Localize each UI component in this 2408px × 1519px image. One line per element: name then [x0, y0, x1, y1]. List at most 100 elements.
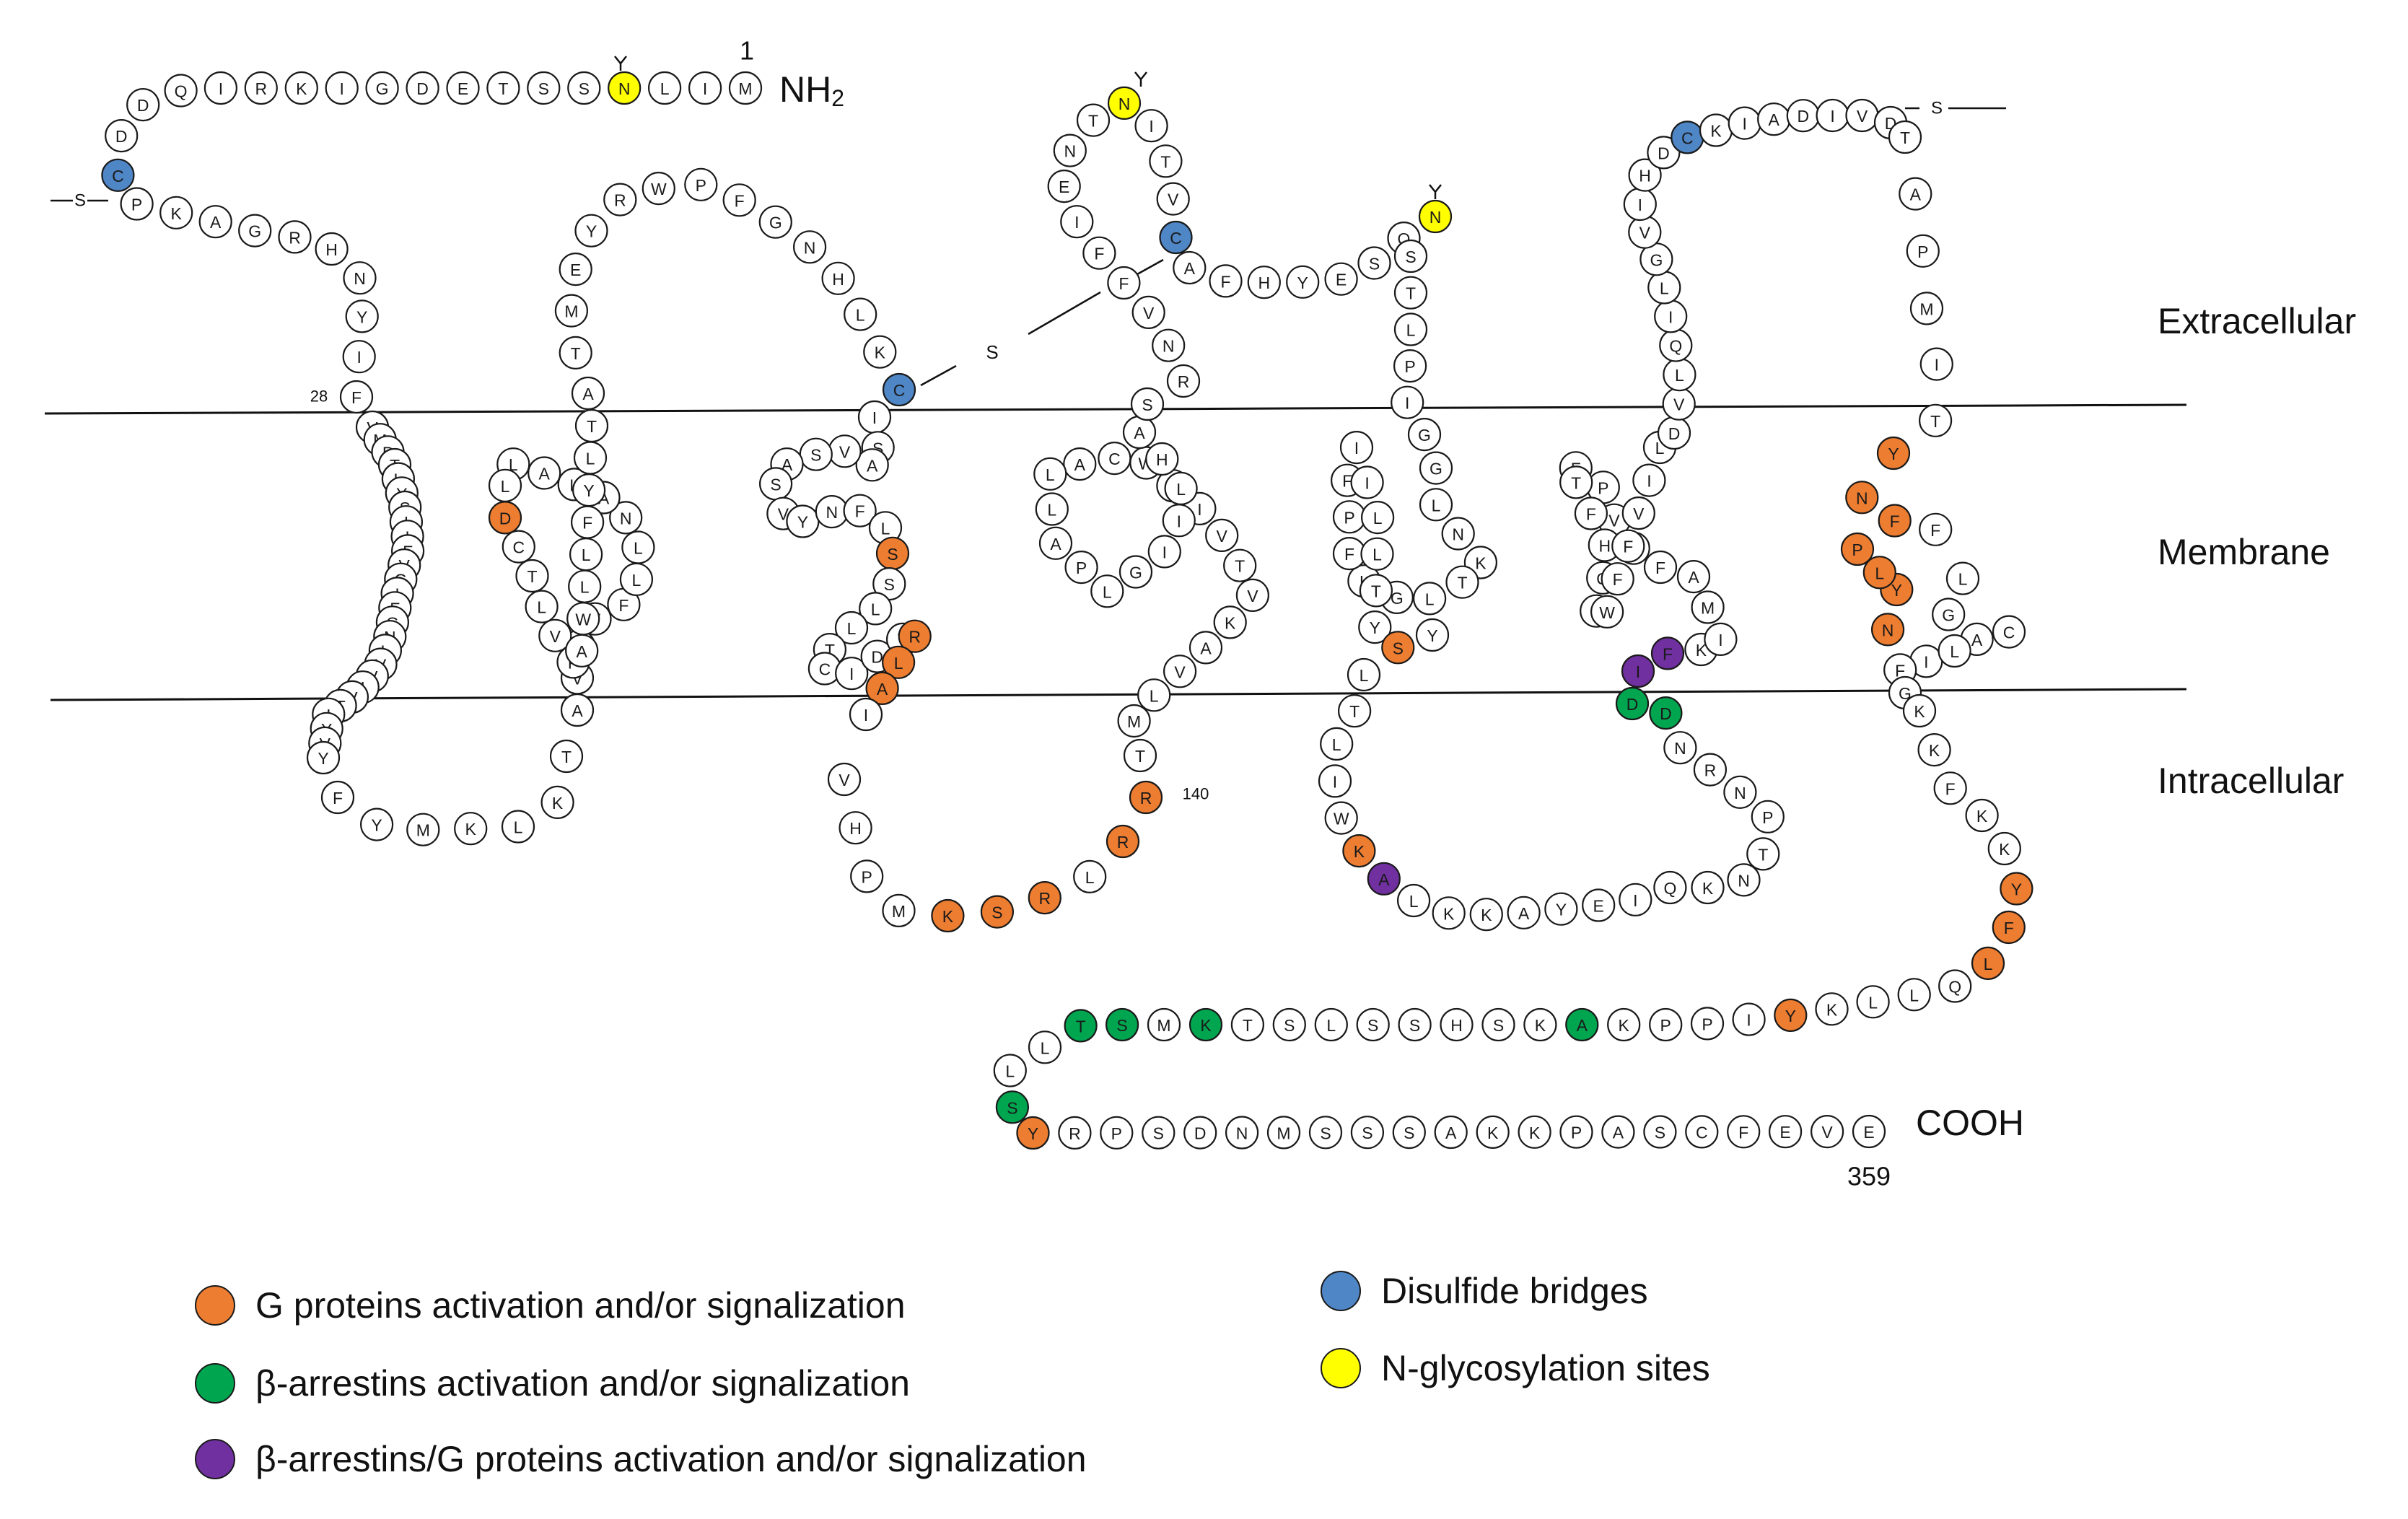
residue-icl1: K: [454, 812, 488, 846]
svg-text:P: P: [1762, 808, 1773, 827]
residue-cterm: L: [993, 1054, 1027, 1087]
residue-icl2: R: [1028, 880, 1061, 915]
svg-text:L: L: [1372, 546, 1382, 564]
svg-text:R: R: [909, 628, 921, 647]
svg-text:T: T: [587, 417, 597, 436]
svg-text:G: G: [376, 79, 389, 98]
svg-text:R: R: [1178, 372, 1190, 391]
residue-icl1: L: [501, 810, 535, 844]
residue-tm6: F: [1611, 529, 1645, 563]
residue-tm3: V: [828, 434, 862, 468]
svg-text:S: S: [991, 903, 1002, 922]
residue-ecl2: E: [1324, 262, 1358, 296]
extracellular-label: Extracellular: [2158, 301, 2356, 341]
residue-icl2: L: [1073, 859, 1107, 894]
svg-text:T: T: [561, 748, 572, 766]
residue-tm3: C: [807, 652, 842, 686]
svg-text:S: S: [1320, 1124, 1331, 1142]
svg-text:N: N: [1674, 739, 1686, 758]
residue-cterm: S: [1105, 1007, 1139, 1042]
residue-nterm: N: [343, 261, 377, 295]
residue-tm2: F: [570, 505, 605, 539]
residue-cterm: V: [1811, 1114, 1844, 1149]
svg-text:Y: Y: [1556, 901, 1567, 919]
svg-text:F: F: [1342, 472, 1352, 491]
residue-nterm: Y: [345, 299, 379, 333]
residue-tm4: V: [1205, 518, 1239, 553]
svg-text:L: L: [1984, 955, 1993, 973]
svg-text:K: K: [552, 794, 564, 813]
residue-tm6: A: [1676, 559, 1711, 594]
residue-icl3: L: [1396, 883, 1431, 918]
svg-text:N: N: [1430, 208, 1442, 227]
svg-text:K: K: [1976, 807, 1988, 826]
svg-text:G: G: [769, 214, 782, 232]
legend-item: β-arrestins/G proteins activation and/or…: [195, 1438, 1087, 1480]
svg-text:F: F: [1663, 644, 1673, 663]
residue-tm7: Y: [1876, 436, 1911, 470]
svg-text:I: I: [1668, 307, 1673, 326]
residue-cterm: K: [1518, 1115, 1551, 1149]
residue-tm2: L: [619, 562, 654, 597]
svg-text:K: K: [1826, 1000, 1838, 1019]
residue-tm4: T: [1223, 548, 1257, 582]
svg-text:F: F: [1094, 245, 1104, 263]
svg-text:P: P: [1702, 1015, 1712, 1033]
svg-text:E: E: [1336, 271, 1347, 289]
residue-tm6: F: [1650, 636, 1685, 670]
residue-icl3: N: [1723, 775, 1757, 809]
svg-text:K: K: [1443, 904, 1455, 923]
residue-tm5: G: [1419, 451, 1453, 485]
residue-number-1: 1: [740, 36, 754, 66]
svg-text:H: H: [1639, 167, 1651, 185]
residue-cterm: F: [1992, 910, 2026, 945]
residue-ecl1: G: [758, 205, 792, 239]
residue-tm4: V: [1235, 578, 1270, 613]
residue-tm3: A: [855, 448, 889, 482]
svg-text:Y: Y: [1785, 1007, 1796, 1025]
residue-ecl2: T: [1076, 103, 1111, 137]
svg-text:V: V: [1633, 504, 1645, 523]
residue-tm4: I: [1147, 535, 1181, 569]
svg-text:W: W: [651, 180, 667, 198]
residue-tm5: L: [1360, 500, 1395, 535]
svg-text:L: L: [1103, 582, 1112, 601]
svg-text:A: A: [1971, 631, 1983, 649]
residue-cterm: Q: [1938, 969, 1972, 1003]
residue-ecl2: N: [1152, 328, 1186, 362]
svg-text:L: L: [894, 654, 903, 673]
svg-text:L: L: [1047, 501, 1056, 520]
svg-text:I: I: [1636, 662, 1640, 681]
svg-text:D: D: [499, 509, 512, 528]
residue-cterm: P: [1559, 1115, 1593, 1149]
svg-text:F: F: [1890, 512, 1900, 531]
legend-color-dot: [195, 1363, 235, 1404]
svg-text:R: R: [1038, 889, 1051, 908]
residue-tm6: V: [1621, 496, 1655, 530]
svg-text:P: P: [862, 867, 872, 886]
residue-tm3: Y: [786, 504, 820, 538]
residue-tm4: L: [1137, 678, 1171, 712]
residue-cterm: L: [1028, 1030, 1062, 1064]
svg-text:L: L: [856, 306, 865, 325]
svg-text:H: H: [849, 819, 862, 838]
residue-number-359: 359: [1847, 1162, 1891, 1191]
svg-text:A: A: [1688, 568, 1699, 587]
residue-ecl1: T: [559, 336, 592, 369]
residue-tm7: M: [1909, 292, 1944, 325]
residue-ecl3: A: [1757, 102, 1791, 136]
residue-ecl3: H: [1628, 158, 1662, 192]
svg-text:L: L: [1409, 892, 1419, 911]
svg-text:V: V: [1857, 107, 1868, 126]
svg-text:Y: Y: [1888, 445, 1899, 463]
svg-text:V: V: [1168, 191, 1179, 209]
residue-tm3: S: [758, 467, 793, 501]
svg-text:D: D: [416, 79, 429, 98]
residue-nterm: S: [527, 71, 561, 105]
svg-text:F: F: [618, 596, 629, 615]
svg-text:A: A: [1050, 535, 1061, 553]
svg-text:I: I: [1333, 772, 1337, 791]
residue-nterm: G: [238, 214, 272, 248]
membrane-top-line: [44, 403, 2187, 415]
cooh-label: COOH: [1916, 1103, 2024, 1143]
